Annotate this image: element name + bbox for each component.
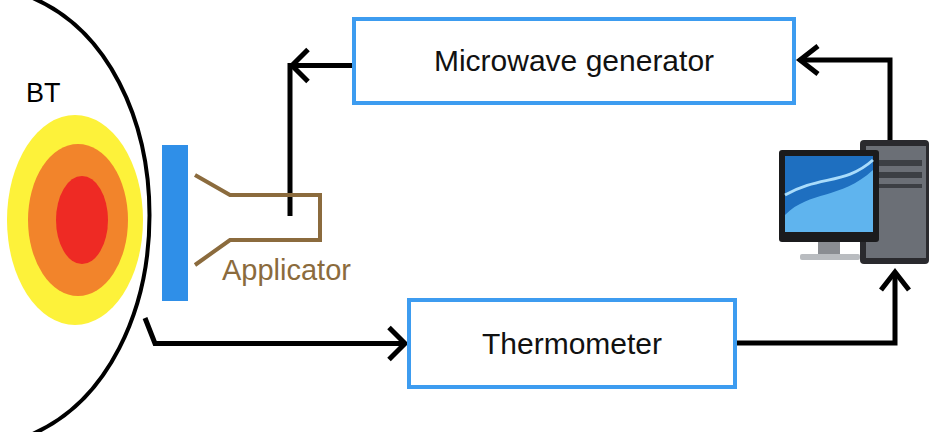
arrow-head [800, 46, 818, 74]
arrow-head [292, 49, 308, 81]
heat-zone-middle [28, 144, 128, 296]
applicator-label: Applicator [222, 254, 351, 287]
box-label: Microwave generator [434, 44, 714, 78]
process-box: Microwave generator [352, 17, 796, 105]
body-contour [28, 0, 150, 432]
body-region: BT [0, 0, 165, 432]
connector [145, 318, 405, 360]
arrow-head [389, 328, 405, 360]
body-outline [0, 0, 165, 432]
bolus-plate [162, 145, 188, 301]
box-label: Thermometer [482, 327, 662, 361]
connector [290, 49, 352, 216]
applicator: Applicator [192, 168, 382, 296]
connector-line [145, 318, 405, 344]
heat-zone-outer [7, 115, 143, 325]
data-line [737, 272, 895, 343]
computer-icon [779, 140, 929, 264]
arrow-head [881, 272, 909, 290]
horn-outline [195, 175, 320, 265]
body-label: BT [26, 78, 61, 109]
process-box: Thermometer [407, 298, 737, 389]
heat-zone-core [56, 176, 108, 264]
